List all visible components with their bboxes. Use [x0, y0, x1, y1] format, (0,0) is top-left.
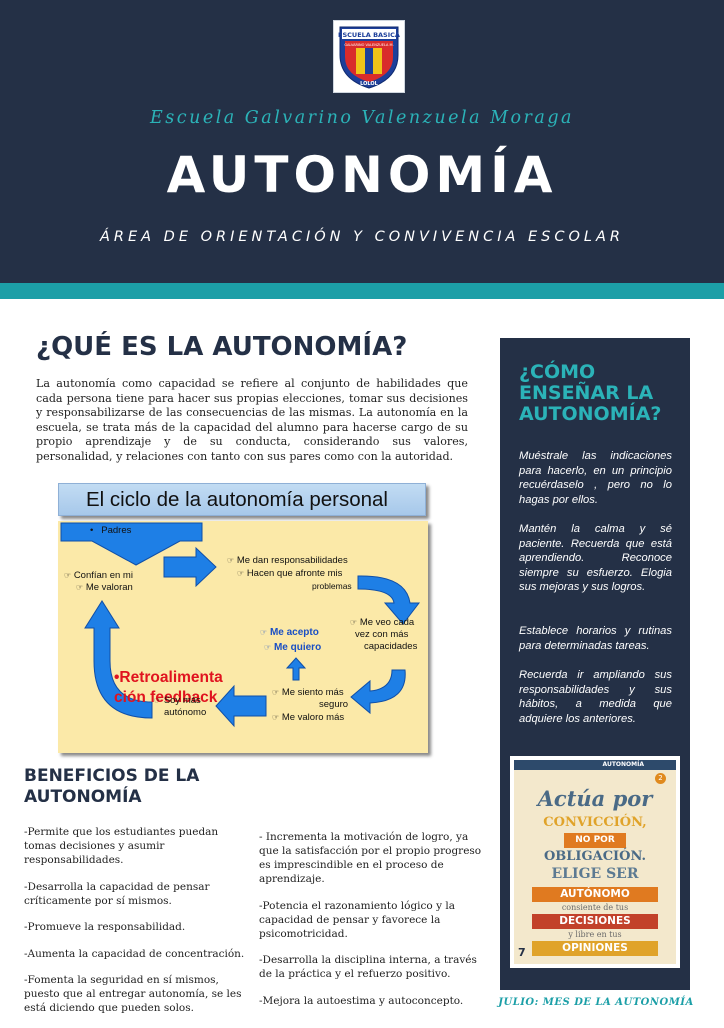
poster-line-2: CONVICCIÓN,: [543, 815, 647, 830]
como-paragraph-2: Mantén la calma y sé paciente. Recuerda …: [519, 523, 672, 594]
que-es-body: La autonomía como capacidad se refiere a…: [36, 377, 468, 463]
como-paragraph-3: Establece horarios y rutinas para determ…: [519, 625, 672, 652]
que-es-title: ¿QUÉ ES LA AUTONOMÍA?: [36, 332, 408, 362]
cycle-valoro: ☞ Me valoro más: [272, 712, 345, 723]
arrow-down-padres: [60, 522, 203, 566]
footer-month-label: JULIO: MES DE LA AUTONOMÍA: [498, 997, 694, 1008]
page-subtitle: ÁREA DE ORIENTACIÓN Y CONVIVENCIA ESCOLA…: [100, 229, 624, 245]
cycle-responsabilidades: ☞ Me dan responsabilidades: [227, 555, 348, 566]
cycle-title: El ciclo de la autonomía personal: [58, 483, 426, 516]
autonomy-poster: AUTONOMÍA 2 Actúa por CONVICCIÓN, NO POR…: [510, 756, 680, 968]
poster-line-7: consiente de tus: [561, 903, 629, 912]
page-title: AUTONOMÍA: [166, 146, 558, 204]
list-item: -Promueve la responsabilidad.: [24, 921, 186, 933]
poster-inner: AUTONOMÍA 2 Actúa por CONVICCIÓN, NO POR…: [514, 760, 676, 964]
beneficios-title: BENEFICIOS DE LA AUTONOMÍA: [24, 766, 200, 807]
cycle-autonomo: ☞ Soy más: [154, 695, 201, 706]
como-ensenar-sidebar: ¿CÓMO ENSEÑAR LA AUTONOMÍA? Muéstrale la…: [500, 338, 690, 990]
cycle-me-quiero: ☞ Me quiero: [264, 642, 322, 653]
cycle-siento-seguro: ☞ Me siento más: [272, 687, 344, 698]
cycle-veo-capacidades: ☞ Me veo cada: [350, 617, 415, 628]
logo-bottom-text: LOLOL: [360, 81, 379, 87]
school-name: Escuela Galvarino Valenzuela Moraga: [150, 108, 574, 128]
cycle-problemas: problemas: [312, 581, 352, 591]
poster-line-10: OPINIONES: [532, 941, 658, 956]
teal-divider: [0, 283, 724, 299]
cycle-veo-capacidades-2: vez con más: [355, 629, 409, 640]
arrow-right-top: [163, 546, 217, 588]
list-item: -Potencia el razonamiento lógico y la ca…: [259, 899, 455, 940]
cycle-padres: • Padres: [90, 525, 132, 536]
list-item: -Desarrolla la disciplina interna, a tra…: [259, 954, 477, 980]
list-item: -Aumenta la capacidad de concentración.: [24, 947, 245, 960]
como-paragraph-4: Recuerda ir ampliando sus responsabilida…: [519, 669, 672, 725]
list-item: -Mejora la autoestima y autoconcepto.: [259, 994, 464, 1007]
cycle-valoran: ☞ Me valoran: [76, 582, 133, 593]
cycle-me-acepto: ☞ Me acepto: [260, 627, 319, 638]
poster-line-3: NO POR: [564, 833, 626, 848]
cycle-autonomo-2: autónomo: [164, 707, 207, 718]
logo-mid-text: GALVARINO VALENZUELA M.: [344, 43, 393, 47]
header-banner: ESCUELA BASICA GALVARINO VALENZUELA M. L…: [0, 0, 724, 283]
poster-line-5: ELIGE SER: [551, 866, 639, 882]
school-logo: ESCUELA BASICA GALVARINO VALENZUELA M. L…: [333, 20, 405, 93]
list-item: -Desarrolla la capacidad de pensar críti…: [24, 880, 210, 907]
poster-top-bar: [514, 760, 676, 770]
poster-line-8: DECISIONES: [532, 914, 658, 929]
cycle-confian: ☞ Confían en mi: [64, 570, 133, 581]
cycle-retroalimentacion: •Retroalimenta ción feedback: [114, 669, 223, 706]
logo-top-text: ESCUELA BASICA: [338, 31, 400, 39]
poster-number-badge: 2: [655, 773, 666, 784]
arrow-curve-bottom-right: [350, 669, 406, 715]
school-crest-icon: ESCUELA BASICA GALVARINO VALENZUELA M. L…: [338, 26, 400, 89]
cycle-seguro: seguro: [319, 699, 349, 710]
arrow-curve-left: [84, 600, 153, 719]
poster-line-6: AUTÓNOMO: [532, 887, 658, 902]
como-ensenar-title: ¿CÓMO ENSEÑAR LA AUTONOMÍA?: [519, 361, 662, 425]
autonomy-cycle-diagram: El ciclo de la autonomía personal • Padr…: [58, 483, 430, 755]
cycle-afronte: ☞ Hacen que afronte mis: [237, 568, 343, 579]
arrow-up-center: [285, 657, 307, 681]
beneficios-list-left: -Permite que los estudiantes puedan toma…: [24, 825, 246, 1028]
arrow-curve-top-right: [357, 575, 421, 625]
poster-line-1: Actúa por: [537, 786, 653, 811]
list-item: -Permite que los estudiantes puedan toma…: [24, 826, 219, 866]
list-item: -Fomenta la seguridad en sí mismos, pues…: [24, 974, 242, 1014]
arrow-left-bottom: [215, 684, 267, 728]
poster-line-4: OBLIGACIÓN.: [543, 849, 647, 864]
cycle-arrows: [60, 522, 421, 728]
poster-corner-number: 7: [518, 946, 526, 959]
como-paragraph-1: Muéstrale las indicaciones para hacerlo,…: [519, 450, 672, 506]
poster-line-9: y libre en tus: [568, 930, 622, 939]
cycle-veo-capacidades-3: capacidades: [364, 641, 418, 652]
beneficios-list-right: - Incrementa la motivación de logro, ya …: [259, 830, 485, 1020]
poster-tag: AUTONOMÍA: [602, 761, 645, 768]
cycle-body: • Padres ☞ Confían en mi ☞ Me valoran ☞ …: [58, 521, 428, 753]
list-item: - Incrementa la motivación de logro, ya …: [259, 831, 482, 885]
